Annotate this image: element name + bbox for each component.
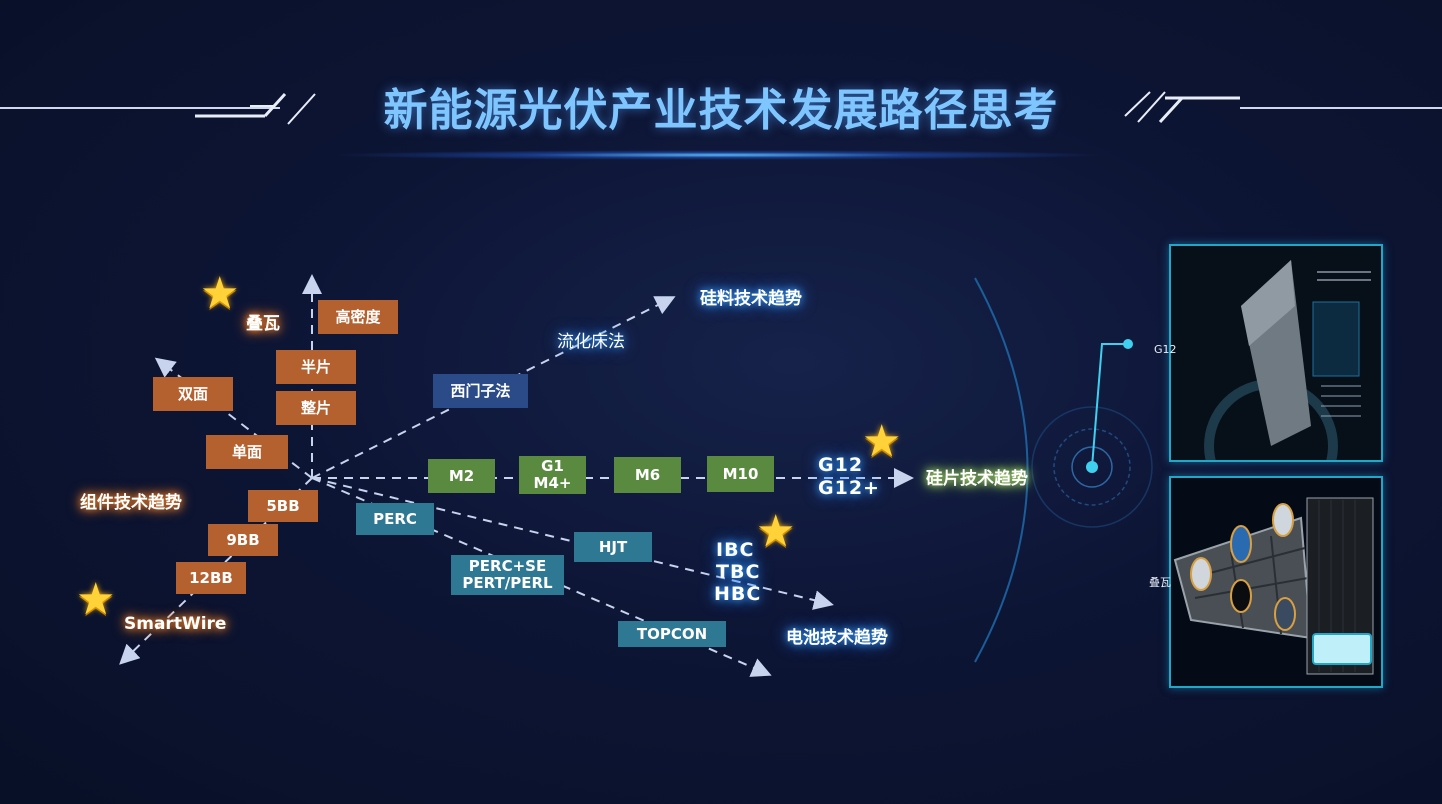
- m6-box: M6: [614, 457, 681, 493]
- radar-ring-inner: [1071, 446, 1113, 488]
- 5bb-box: 5BB: [248, 490, 318, 522]
- g12-label: G12: [818, 454, 864, 476]
- pert-perl-label: PERT/PERL: [462, 574, 553, 592]
- fluidized-bed-label: 流化床法: [557, 332, 625, 352]
- monofacial-box: 单面: [206, 435, 288, 469]
- cell-trend-label: 电池技术趋势: [786, 628, 888, 648]
- high-density-box: 高密度: [318, 300, 398, 334]
- m4plus-label: M4+: [533, 474, 572, 492]
- title-right-line: [1240, 107, 1442, 109]
- 12bb-box: 12BB: [176, 562, 246, 594]
- half-cut-box: 半片: [276, 350, 356, 384]
- perc-se-label: PERC+SE: [468, 557, 547, 575]
- hbc-label: HBC: [714, 583, 762, 605]
- g1-m4-box: G1 M4+: [519, 456, 586, 494]
- full-cut-box: 整片: [276, 391, 356, 425]
- title-left-line: [0, 107, 280, 109]
- perc-se-box: PERC+SE PERT/PERL: [451, 555, 564, 595]
- g12-panel-label: G12: [1154, 343, 1177, 356]
- arrow-cell-hjt: [311, 477, 834, 610]
- connector-dot: [1123, 339, 1133, 349]
- tbc-label: TBC: [716, 561, 761, 583]
- star-icon: ★: [76, 574, 116, 625]
- g1-label: G1: [541, 457, 564, 475]
- star-icon: ★: [200, 268, 240, 319]
- radar-ring-mid: [1053, 428, 1131, 506]
- 9bb-box: 9BB: [208, 524, 278, 556]
- g12-wafer-illustration: [1171, 246, 1381, 460]
- title-glow: [330, 150, 1110, 160]
- star-icon: ★: [756, 506, 796, 557]
- shingled-module-illustration: [1171, 478, 1381, 686]
- topcon-box: TOPCON: [618, 621, 726, 647]
- smartwire-label: SmartWire: [124, 614, 227, 634]
- bifacial-box: 双面: [153, 377, 233, 411]
- hjt-box: HJT: [574, 532, 652, 562]
- arrow-silicon: [311, 296, 676, 479]
- shingled-image-panel: [1169, 476, 1383, 688]
- title-right-decoration: [1124, 91, 1240, 124]
- arc-decoration: [974, 277, 1029, 663]
- silicon-trend-label: 硅料技术趋势: [700, 289, 802, 309]
- siemens-box: 西门子法: [433, 374, 528, 408]
- shingled-panel-label: 叠瓦: [1149, 576, 1171, 589]
- m10-box: M10: [707, 456, 774, 492]
- radar-ring-outer: [1031, 406, 1153, 528]
- ibc-label: IBC: [716, 539, 755, 561]
- perc-box: PERC: [356, 503, 434, 535]
- title-left-decoration: [195, 92, 316, 125]
- page-title: 新能源光伏产业技术发展路径思考: [383, 85, 1059, 136]
- star-icon: ★: [862, 416, 902, 467]
- wafer-trend-label: 硅片技术趋势: [926, 469, 1028, 489]
- shingled-label: 叠瓦: [246, 314, 280, 334]
- module-trend-label: 组件技术趋势: [80, 493, 182, 513]
- connector-line: [1091, 343, 1126, 468]
- g12plus-label: G12+: [818, 477, 880, 499]
- m2-box: M2: [428, 459, 495, 493]
- g12-image-panel: [1169, 244, 1383, 462]
